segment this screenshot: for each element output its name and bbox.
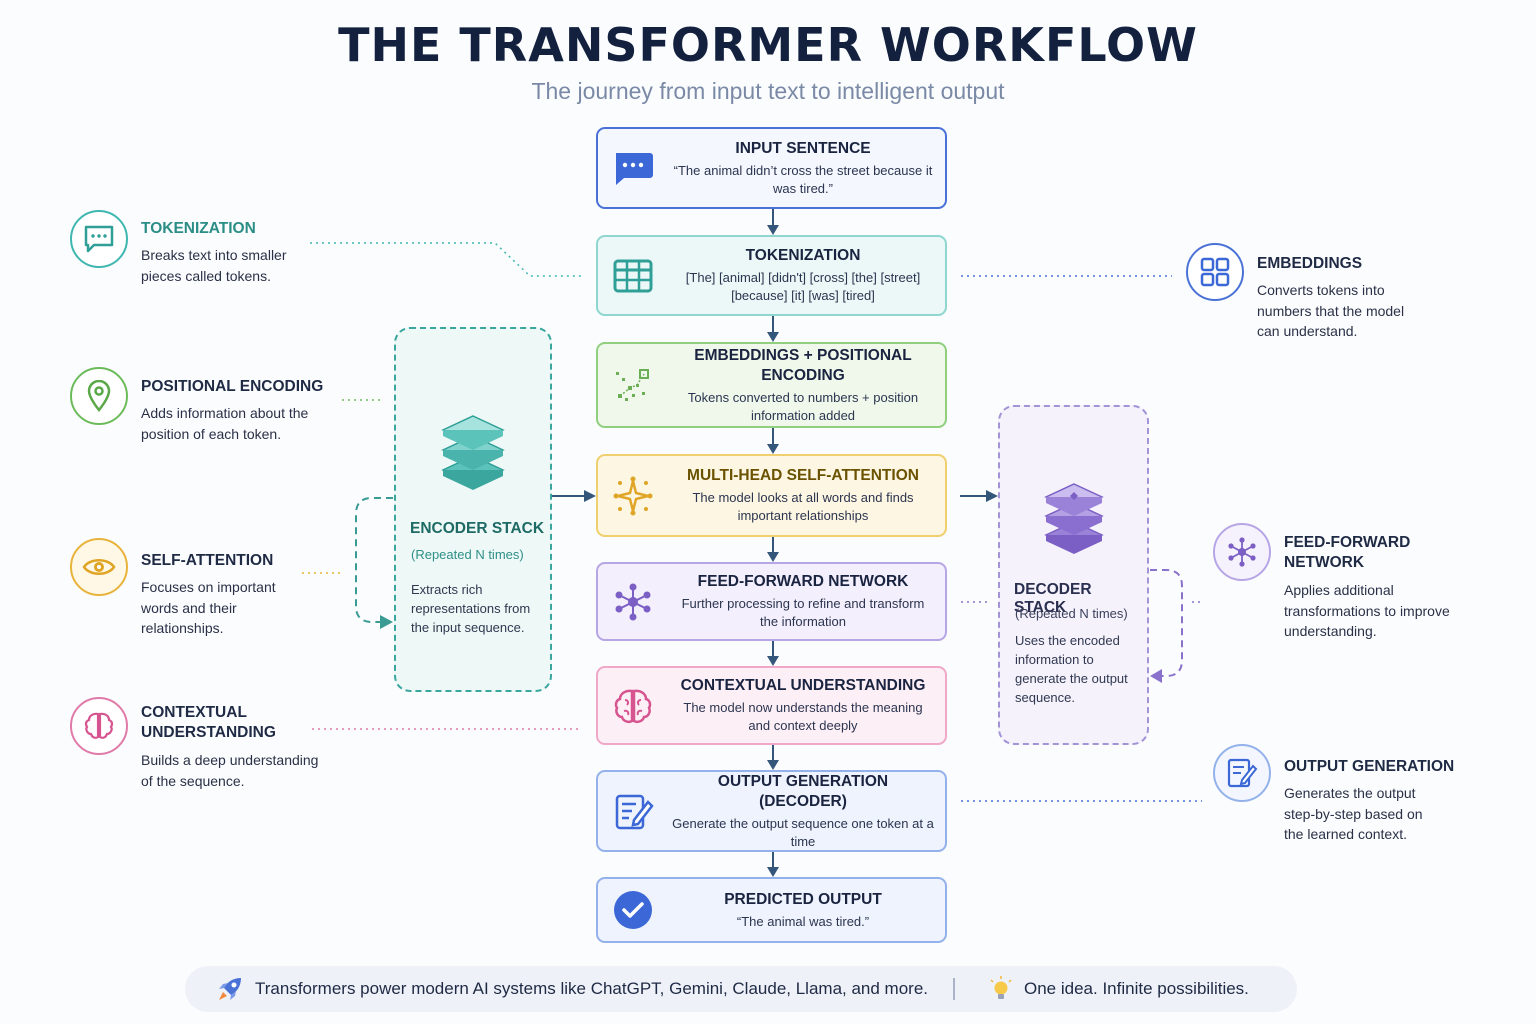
network-nodes-icon — [612, 581, 654, 623]
encoder-desc: Extracts rich representations from the i… — [411, 582, 531, 635]
step-title: FEED-FORWARD NETWORK — [697, 573, 909, 590]
encoder-title: ENCODER STACK — [410, 520, 545, 537]
step-title: OUTPUT GENERATION (DECODER) — [717, 772, 889, 810]
flow-arrow — [767, 641, 779, 666]
sparkle-network-icon — [612, 475, 654, 517]
flow-arrow — [767, 428, 779, 454]
grid-squares-icon — [1186, 243, 1244, 301]
note-desc: Generates the output step-by-step based … — [1284, 785, 1423, 842]
step-desc: Generate the output sequence one token a… — [672, 815, 934, 849]
chat-bubble-icon — [70, 210, 128, 268]
decoder-loop — [1150, 569, 1183, 677]
note-title: EMBEDDINGS — [1257, 255, 1363, 272]
note-desc: Breaks text into smaller pieces called t… — [141, 247, 287, 284]
note-desc: Builds a deep understanding of the seque… — [141, 752, 319, 789]
note-title: SELF-ATTENTION — [141, 552, 274, 569]
step-title: INPUT SENTENCE — [735, 139, 871, 157]
decoder-title: DECODER STACK — [1014, 581, 1092, 616]
note-desc: Adds information about the position of e… — [141, 405, 309, 442]
page-subtitle: The journey from input text to intellige… — [531, 78, 1005, 104]
flow-arrow — [767, 209, 779, 235]
layers-stack-icon — [1043, 480, 1105, 559]
table-grid-icon — [612, 255, 654, 297]
note-title: FEED-FORWARD NETWORK — [1284, 534, 1411, 571]
decoder-stack: DECODER STACK (Repeated N times) Uses th… — [998, 405, 1149, 745]
note-desc: Applies additional transformations to im… — [1284, 582, 1450, 639]
scatter-points-icon — [612, 364, 654, 406]
step-title: MULTI-HEAD SELF-ATTENTION — [687, 467, 919, 484]
step-predicted-output: PREDICTED OUTPUT “The animal was tired.” — [596, 877, 947, 943]
decoder-desc: Uses the encoded information to generate… — [1015, 633, 1128, 705]
lightbulb-icon — [988, 976, 1014, 1009]
encoder-stack: ENCODER STACK (Repeated N times) Extract… — [394, 327, 552, 692]
step-title: TOKENIZATION — [745, 247, 861, 264]
flow-arrow — [767, 852, 779, 877]
step-output-generation: OUTPUT GENERATION (DECODER) Generate the … — [596, 770, 947, 852]
step-desc: “The animal was tired.” — [736, 913, 870, 929]
step-self-attention: MULTI-HEAD SELF-ATTENTION The model looks… — [596, 454, 947, 537]
eye-icon — [70, 538, 128, 596]
flow-arrow — [767, 745, 779, 770]
step-tokenization: TOKENIZATION [The] [animal] [didn't] [cro… — [596, 235, 947, 316]
note-title: OUTPUT GENERATION — [1284, 758, 1455, 775]
step-embeddings: EMBEDDINGS + POSITIONAL ENCODING Tokens c… — [596, 342, 947, 428]
footer-tagline: One idea. Infinite possibilities. — [1024, 979, 1249, 998]
step-desc: The model now understands the meaning an… — [683, 700, 923, 733]
step-desc: [The] [animal] [didn't] [cross] [the] [s… — [685, 270, 921, 303]
rocket-icon — [215, 974, 245, 1009]
brain-icon — [612, 685, 654, 727]
encoder-loop — [355, 497, 393, 623]
network-nodes-icon — [1213, 523, 1271, 581]
brain-icon — [70, 697, 128, 755]
step-input-sentence: INPUT SENTENCE “The animal didn’t cross t… — [596, 127, 947, 209]
connector-tokenization — [310, 242, 582, 277]
note-desc: Converts tokens into numbers that the mo… — [1257, 282, 1405, 339]
flow-arrow — [767, 537, 779, 562]
step-desc: Further processing to refine and transfo… — [681, 596, 925, 629]
decoder-repeat: (Repeated N times) — [1015, 606, 1128, 621]
step-title: EMBEDDINGS + POSITIONAL ENCODING — [694, 346, 912, 384]
layers-stack-icon — [440, 412, 506, 495]
step-desc: Tokens converted to numbers + position i… — [687, 389, 919, 423]
edit-document-icon — [612, 790, 654, 832]
step-desc: The model looks at all words and finds i… — [692, 490, 914, 523]
page-title: THE TRANSFORMER WORKFLOW — [338, 18, 1198, 72]
encoder-repeat: (Repeated N times) — [411, 547, 524, 562]
flow-arrow — [767, 316, 779, 342]
location-pin-icon — [70, 367, 128, 425]
step-title: PREDICTED OUTPUT — [724, 890, 882, 908]
step-contextual: CONTEXTUAL UNDERSTANDING The model now un… — [596, 666, 947, 745]
note-desc: Focuses on important words and their rel… — [141, 579, 276, 636]
chat-bubble-icon — [612, 147, 654, 189]
step-desc: “The animal didn’t cross the street beca… — [673, 162, 933, 196]
step-feed-forward: FEED-FORWARD NETWORK Further processing t… — [596, 562, 947, 641]
footer-text: Transformers power modern AI systems lik… — [255, 979, 929, 998]
note-title: POSITIONAL ENCODING — [141, 378, 324, 395]
note-title: TOKENIZATION — [141, 220, 256, 237]
step-title: CONTEXTUAL UNDERSTANDING — [680, 677, 926, 694]
edit-document-icon — [1213, 744, 1271, 802]
check-circle-icon — [612, 889, 654, 931]
footer-divider — [953, 978, 955, 1000]
footer-banner: Transformers power modern AI systems lik… — [185, 966, 1297, 1012]
note-title: CONTEXTUAL UNDERSTANDING — [141, 704, 276, 741]
